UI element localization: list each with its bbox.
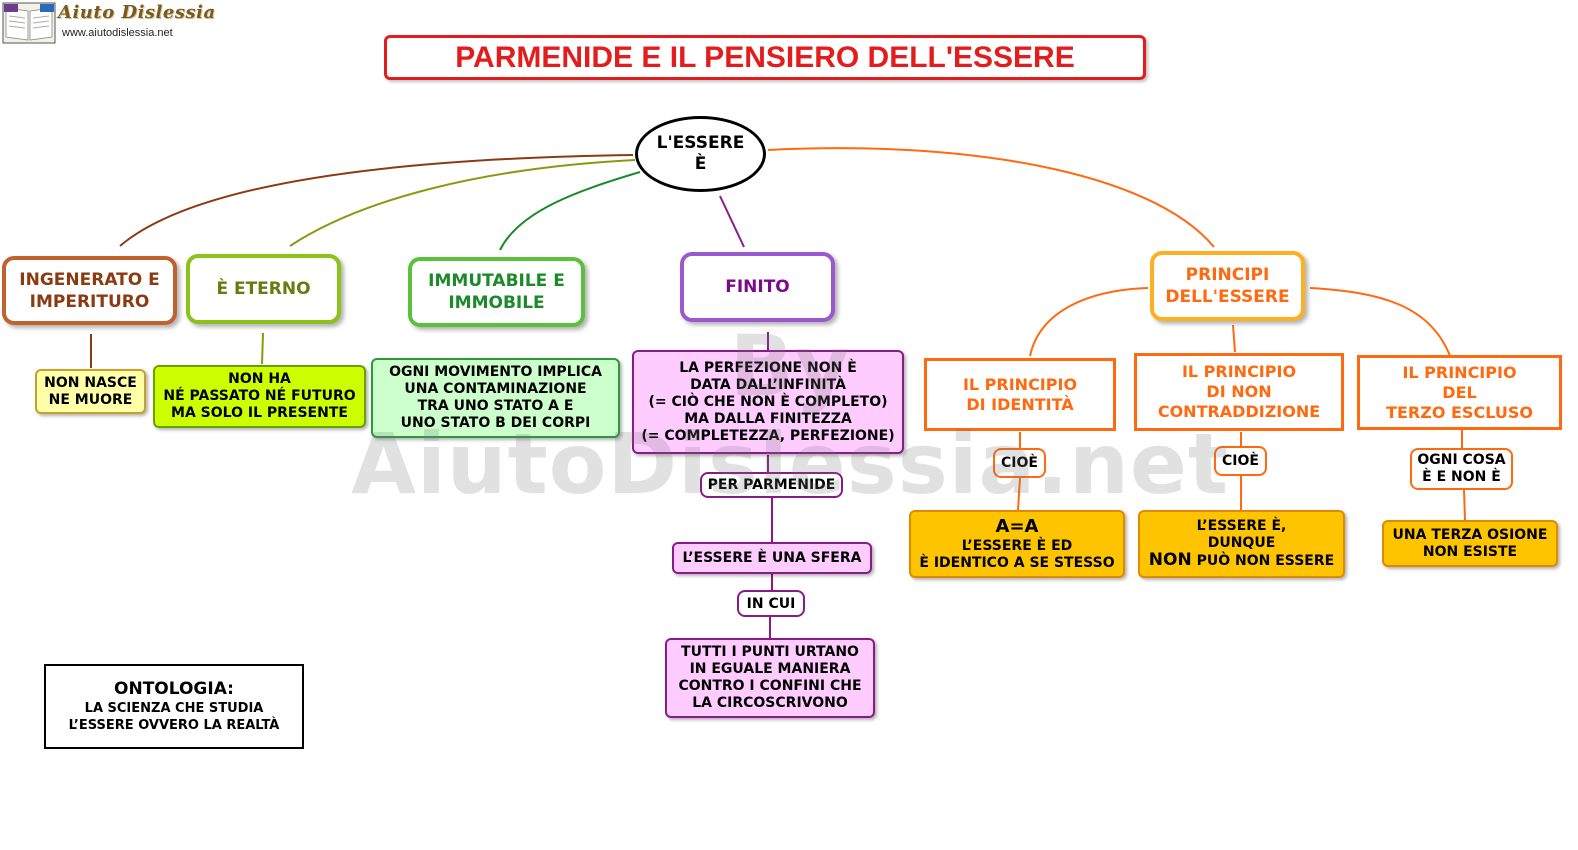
connector-cioe-aa	[1017, 477, 1021, 511]
node-principi-line1: PRINCIPI	[1185, 265, 1270, 285]
watermark: By AiutoDislessia.net	[350, 317, 1230, 513]
node-sfera-text: L’ESSERE È UNA SFERA	[682, 549, 862, 566]
link-cioe-identita-text: CIOÈ	[1001, 455, 1038, 471]
node-a-uguale-a-line2: L’ESSERE È ED	[961, 538, 1073, 554]
node-punti-line3: CONTRO I CONFINI CHE	[678, 678, 862, 694]
node-dunque-line3: NON PUÒ NON ESSERE	[1149, 552, 1334, 570]
node-immutabile: IMMUTABILE E IMMOBILE	[408, 257, 585, 327]
node-dunque-non: NON	[1148, 550, 1192, 570]
node-a-uguale-a-line1: A=A	[995, 516, 1039, 537]
node-principi-line2: DELL'ESSERE	[1165, 287, 1290, 307]
node-identita-line1: IL PRINCIPIO	[962, 374, 1078, 394]
detail-ingenerato-line1: NON NASCE	[44, 374, 137, 391]
detail-finito-line4: MA DALLA FINITEZZA	[684, 410, 852, 427]
ontology-line1: LA SCIENZA CHE STUDIA	[84, 701, 264, 716]
node-noncontr-line3: CONTRADDIZIONE	[1157, 402, 1321, 421]
detail-finito-line3: (= CIÒ CHE NON È COMPLETO)	[648, 393, 888, 410]
detail-ingenerato: NON NASCE NE MUORE	[35, 369, 146, 414]
connector-eterno-detail	[261, 332, 264, 365]
node-dunque-rest: PUÒ NON ESSERE	[1191, 553, 1335, 569]
connector-immutabile	[499, 171, 641, 251]
detail-eterno-line2: NÉ PASSATO NÉ FUTURO	[163, 388, 356, 404]
detail-eterno: NON HA NÉ PASSATO NÉ FUTURO MA SOLO IL P…	[153, 365, 366, 428]
node-terzo-line1: IL PRINCIPIO	[1402, 362, 1517, 382]
detail-finito-line2: DATA DALL’INFINITÀ	[690, 376, 846, 393]
node-dunque-line2: DUNQUE	[1207, 535, 1276, 551]
detail-immutabile-line2: UNA CONTAMINAZIONE	[404, 381, 587, 397]
page-title: PARMENIDE E IL PENSIERO DELL'ESSERE	[384, 35, 1146, 80]
node-eterno-label: È ETERNO	[216, 279, 311, 299]
connector-principi-identita	[1029, 287, 1149, 357]
node-a-uguale-a-line3: È IDENTICO A SE STESSO	[919, 555, 1115, 571]
detail-ingenerato-line2: NE MUORE	[48, 391, 133, 408]
node-ingenerato-line2: IMPERITURO	[29, 291, 150, 312]
root-line2: È	[694, 154, 707, 174]
node-punti-line4: LA CIRCOSCRIVONO	[692, 695, 848, 711]
node-terza-osione: UNA TERZA OSIONE NON ESISTE	[1382, 520, 1558, 567]
link-ogni-cosa-line2: È E NON È	[1422, 469, 1501, 485]
connector-ingenerato	[119, 154, 634, 247]
detail-immutabile: OGNI MOVIMENTO IMPLICA UNA CONTAMINAZION…	[371, 358, 620, 438]
ontology-line2: L’ESSERE OVVERO LA REALTÀ	[68, 718, 280, 733]
connector-principi-noncontr	[1232, 324, 1236, 353]
link-per-parmenide: PER PARMENIDE	[700, 472, 843, 498]
node-immutabile-line1: IMMUTABILE E	[428, 271, 565, 291]
link-cioe-identita: CIOÈ	[993, 448, 1046, 478]
node-noncontr-line2: DI NON	[1206, 382, 1272, 401]
node-punti-line2: IN EGUALE MANIERA	[689, 661, 851, 677]
node-punti: TUTTI I PUNTI URTANO IN EGUALE MANIERA C…	[665, 638, 875, 718]
node-finito-label: FINITO	[725, 277, 790, 297]
node-sfera: L’ESSERE È UNA SFERA	[672, 542, 872, 574]
detail-immutabile-line4: UNO STATO B DEI CORPI	[400, 415, 591, 431]
connector-principi	[767, 147, 1215, 248]
detail-eterno-line3: MA SOLO IL PRESENTE	[171, 405, 348, 421]
link-in-cui-text: IN CUI	[746, 595, 796, 612]
detail-finito-line5: (= COMPLETEZZA, PERFEZIONE)	[641, 427, 895, 444]
logo-name: Aiuto Dislessia	[58, 2, 216, 23]
node-terza-line1: UNA TERZA OSIONE	[1392, 526, 1548, 543]
ontology-heading: ONTOLOGIA:	[114, 679, 234, 699]
ontology-box: ONTOLOGIA: LA SCIENZA CHE STUDIA L’ESSER…	[44, 664, 304, 749]
detail-finito: LA PERFEZIONE NON È DATA DALL’INFINITÀ (…	[632, 350, 904, 454]
node-terzo-line2: DEL	[1442, 382, 1477, 402]
connector-eterno	[289, 159, 636, 247]
node-identita-line2: DI IDENTITÀ	[966, 394, 1074, 414]
node-non-contraddizione: IL PRINCIPIO DI NON CONTRADDIZIONE	[1134, 353, 1344, 431]
node-dunque: L’ESSERE È, DUNQUE NON PUÒ NON ESSERE	[1138, 510, 1345, 578]
node-a-uguale-a: A=A L’ESSERE È ED È IDENTICO A SE STESSO	[909, 510, 1125, 578]
node-identita: IL PRINCIPIO DI IDENTITÀ	[924, 358, 1116, 431]
root-node: L'ESSERE È	[635, 116, 766, 192]
node-terzo-line3: TERZO ESCLUSO	[1386, 402, 1533, 422]
link-cioe-noncontr: CIOÈ	[1214, 446, 1267, 476]
connector-ogni-terza	[1463, 489, 1466, 521]
detail-immutabile-line1: OGNI MOVIMENTO IMPLICA	[389, 364, 602, 380]
connector-finito	[719, 195, 745, 248]
link-ogni-cosa: OGNI COSA È E NON È	[1410, 448, 1513, 490]
node-principi: PRINCIPI DELL'ESSERE	[1150, 251, 1305, 321]
node-eterno: È ETERNO	[186, 254, 341, 324]
link-cioe-noncontr-text: CIOÈ	[1222, 453, 1259, 469]
node-punti-line1: TUTTI I PUNTI URTANO	[681, 644, 859, 660]
node-ingenerato: INGENERATO E IMPERITURO	[2, 256, 177, 325]
node-noncontr-line1: IL PRINCIPIO	[1181, 362, 1297, 381]
root-line1: L'ESSERE	[656, 133, 745, 153]
node-terzo-escluso: IL PRINCIPIO DEL TERZO ESCLUSO	[1357, 355, 1562, 430]
logo-book-icon	[2, 2, 56, 44]
node-finito: FINITO	[680, 252, 835, 322]
node-terza-line2: NON ESISTE	[1422, 543, 1518, 560]
node-dunque-line1: L’ESSERE È,	[1196, 518, 1287, 534]
link-per-parmenide-text: PER PARMENIDE	[707, 477, 836, 493]
detail-finito-line1: LA PERFEZIONE NON È	[679, 359, 857, 376]
detail-immutabile-line3: TRA UNO STATO A E	[417, 398, 574, 414]
logo-url: www.aiutodislessia.net	[62, 27, 173, 39]
node-immutabile-line2: IMMOBILE	[448, 293, 545, 313]
link-in-cui: IN CUI	[737, 590, 805, 617]
node-ingenerato-line1: INGENERATO E	[19, 269, 160, 290]
detail-eterno-line1: NON HA	[228, 371, 291, 387]
connector-principi-terzo	[1309, 287, 1451, 357]
link-ogni-cosa-line1: OGNI COSA	[1417, 452, 1506, 468]
page-title-text: PARMENIDE E IL PENSIERO DELL'ESSERE	[455, 40, 1075, 74]
